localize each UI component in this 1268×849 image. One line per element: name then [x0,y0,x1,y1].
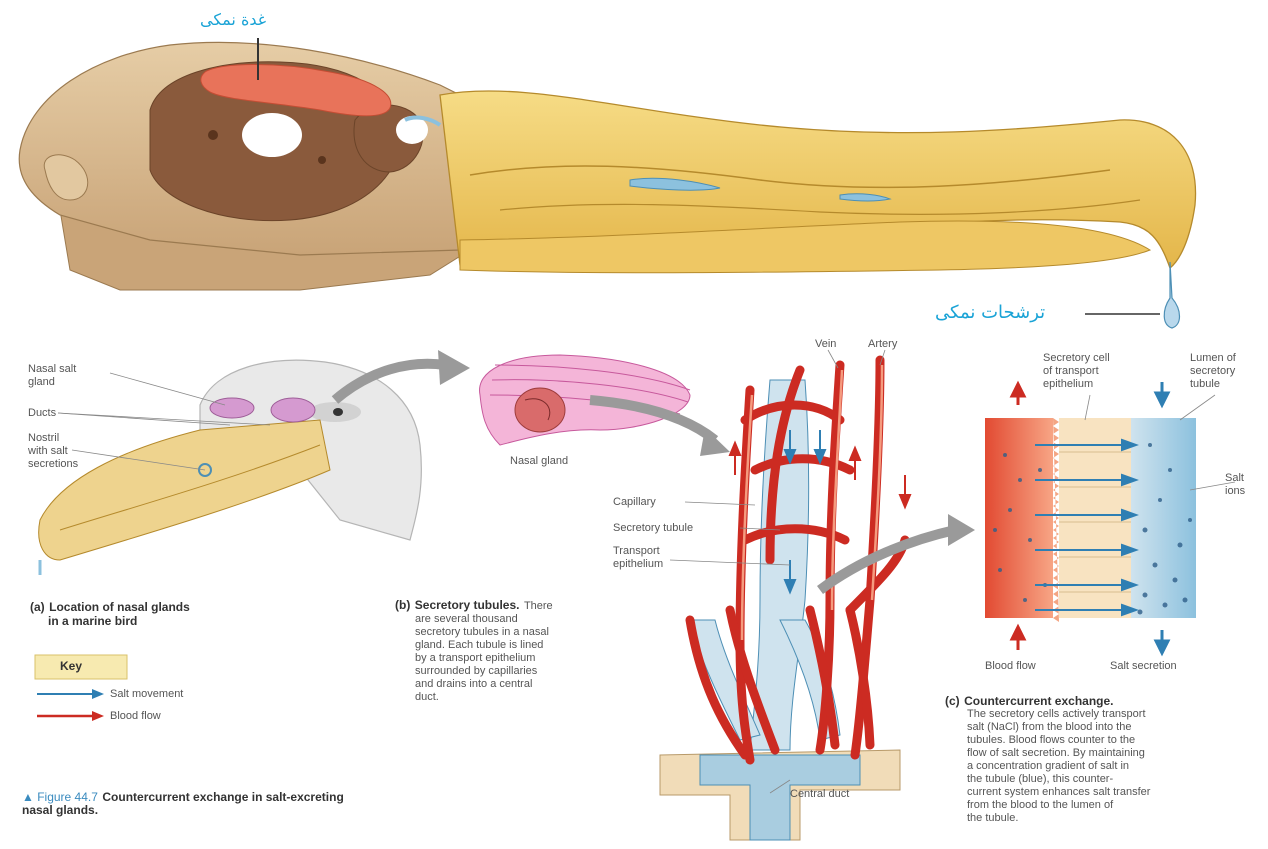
key-salt-movement-arrow [37,689,104,699]
panel-c-caption: (c) Countercurrent exchange. The secreto… [945,694,1150,825]
blood-flow-label: Blood flow [985,660,1036,673]
nostril-label: Nostril with salt secretions [28,432,78,471]
figure-number: ▲ Figure 44.7 [22,790,98,804]
bird-head-illustration [39,350,470,575]
artery-label: Artery [868,338,897,351]
panel-b-caption: (b) Secretory tubules. There are several… [395,598,553,704]
key-blood-flow-label: Blood flow [110,710,161,723]
salt-secretion-caption-label: Salt secretion [1110,660,1177,673]
key-title: Key [60,660,82,673]
secretory-cell-label: Secretory cell of transport epithelium [1043,352,1110,391]
nasal-salt-gland-label: Nasal salt gland [28,363,76,389]
secretory-tubule-label: Secretory tubule [613,522,693,535]
nasal-gland-label: Nasal gland [510,455,568,468]
salt-ions-label: Salt ions [1225,472,1245,498]
beak-illustration [405,91,1196,328]
salt-gland-label: غدة نمکی [200,10,266,29]
key-salt-movement-label: Salt movement [110,688,183,701]
transport-epithelium-label: Transport epithelium [613,545,663,571]
panel-a-caption: (a) Location of nasal glands in a marine… [30,600,190,628]
bird-skull-illustration [19,38,470,290]
lumen-label: Lumen of secretory tubule [1190,352,1236,391]
figure-caption: ▲ Figure 44.7 Countercurrent exchange in… [22,790,344,817]
nasal-gland-illustration [480,355,730,456]
vein-label: Vein [815,338,836,351]
countercurrent-exchange-diagram [985,382,1235,653]
salt-secretion-label: ترشحات نمکی [935,302,1045,323]
key-blood-flow-arrow [37,711,104,721]
central-duct-label: Central duct [790,788,849,801]
secretory-tubule-illustration [660,350,975,840]
capillary-label: Capillary [613,496,656,509]
salt-drop-shape [1164,262,1179,328]
ducts-label: Ducts [28,407,56,420]
